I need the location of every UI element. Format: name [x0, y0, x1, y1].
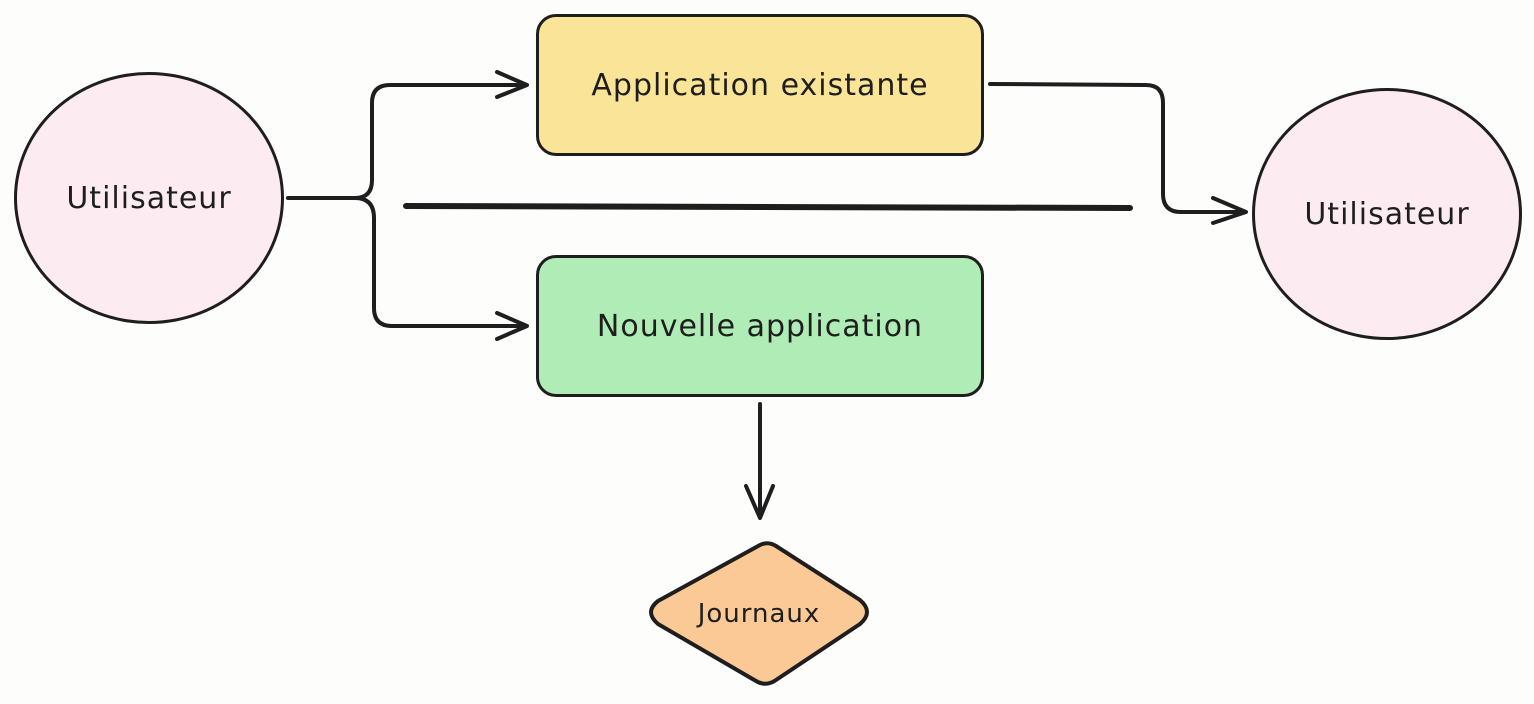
logs-diamond-shape	[649, 541, 869, 686]
edge-user-to-existing-app-arrowhead	[495, 70, 529, 99]
edge-user-to-new-app	[353, 196, 526, 328]
edge-existing-app-to-user-arrowhead	[1211, 196, 1248, 225]
user-right-node: Utilisateur	[1252, 88, 1522, 340]
new-application-node: Nouvelle application	[536, 255, 984, 397]
user-left-label: Utilisateur	[66, 180, 232, 216]
new-application-label: Nouvelle application	[596, 308, 924, 344]
user-left-node: Utilisateur	[14, 72, 284, 324]
edge-existing-app-to-user	[988, 82, 1246, 214]
user-right-label: Utilisateur	[1304, 196, 1470, 232]
edge-new-app-to-logs-arrowhead	[744, 484, 775, 520]
existing-application-node: Application existante	[536, 14, 984, 156]
separator-line	[403, 203, 1133, 211]
edge-user-to-existing-app	[286, 83, 526, 200]
edge-user-to-new-app-arrowhead	[495, 311, 529, 341]
existing-application-label: Application existante	[591, 67, 929, 103]
logs-node: Journaux	[648, 541, 870, 687]
logs-label: Journaux	[697, 599, 821, 629]
